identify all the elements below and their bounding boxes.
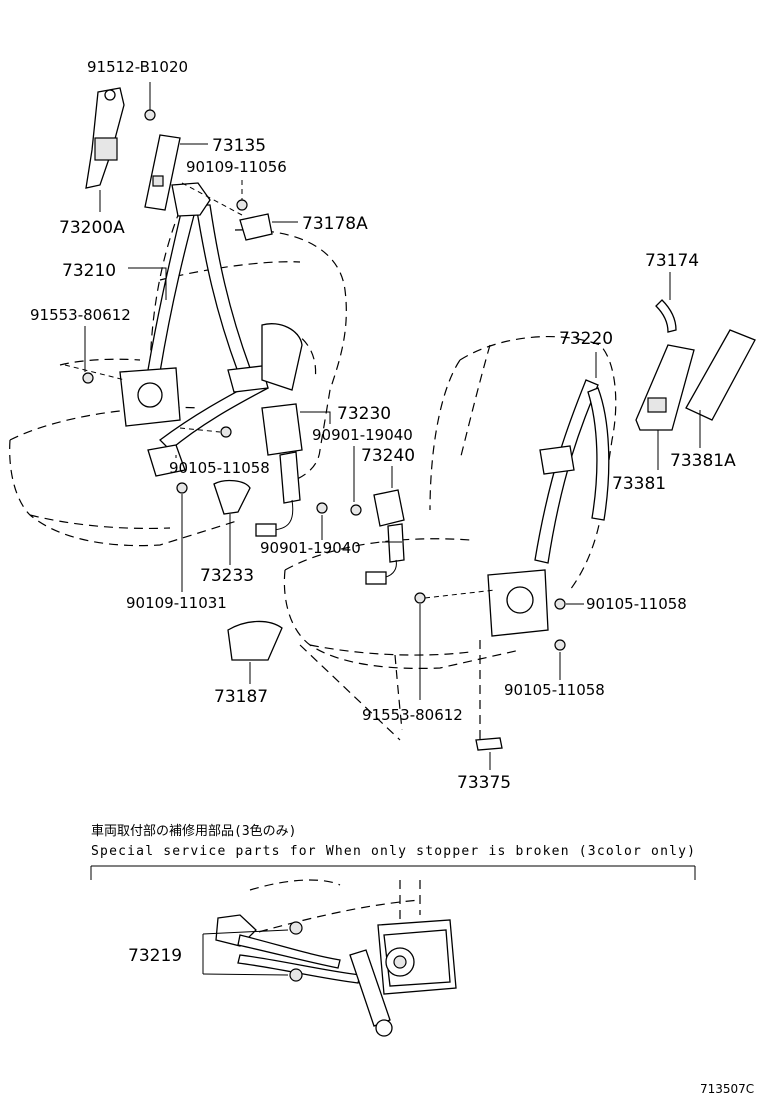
- right-buckle-73240: [365, 489, 405, 585]
- inset-detail-73219: 73219: [128, 879, 457, 1037]
- leader-lines: [64, 82, 701, 770]
- label-73178a: 73178A: [302, 214, 368, 234]
- cover-73381a: [685, 329, 756, 421]
- bolts: [82, 109, 566, 651]
- right-seat-outline: [283, 335, 617, 741]
- label-91553-80612-bottom: 91553-80612: [362, 706, 463, 724]
- label-91512-b1020: 91512-B1020: [87, 58, 188, 76]
- label-73240: 73240: [361, 446, 415, 466]
- label-90109-11031: 90109-11031: [126, 594, 227, 612]
- label-73375: 73375: [457, 773, 511, 793]
- label-73219: 73219: [128, 946, 182, 966]
- label-90901-19040-bottom: 90901-19040: [260, 539, 361, 557]
- label-73381: 73381: [612, 474, 666, 494]
- label-73210: 73210: [62, 261, 116, 281]
- pad-73375: [475, 737, 503, 751]
- cover-73233: [213, 479, 251, 515]
- label-73135: 73135: [212, 136, 266, 156]
- label-91553-80612-top: 91553-80612: [30, 306, 131, 324]
- label-73381a: 73381A: [670, 451, 736, 471]
- part-labels: 91512-B1020 73135 90109-11056 73178A 732…: [30, 58, 736, 793]
- cover-73178a: [239, 213, 273, 241]
- label-73187: 73187: [214, 687, 268, 707]
- right-belt-webbing: [487, 379, 610, 637]
- cover-73135: [144, 134, 181, 211]
- label-73230: 73230: [337, 404, 391, 424]
- cover-73381: [635, 344, 695, 431]
- label-90109-11056: 90109-11056: [186, 158, 287, 176]
- cover-73187: [227, 620, 283, 661]
- note-english: Special service parts for When only stop…: [91, 844, 695, 859]
- label-90105-11058-lower: 90105-11058: [504, 681, 605, 699]
- label-73200a: 73200A: [59, 218, 125, 238]
- adjuster-73200a: [85, 87, 125, 189]
- diagram-code: 713507C: [700, 1082, 754, 1096]
- note-japanese: 車両取付部の補修用部品(3色のみ): [91, 823, 296, 839]
- label-90105-11058-right: 90105-11058: [586, 595, 687, 613]
- left-buckle-73230: [255, 323, 303, 537]
- service-note: 車両取付部の補修用部品(3色のみ) Special service parts …: [90, 823, 696, 880]
- label-73220: 73220: [559, 329, 613, 349]
- guide-73174: [655, 299, 677, 333]
- label-73174: 73174: [645, 251, 699, 271]
- left-belt-webbing: [119, 182, 269, 477]
- label-73233: 73233: [200, 566, 254, 586]
- label-90901-19040-top: 90901-19040: [312, 426, 413, 444]
- label-90105-11058-left: 90105-11058: [169, 459, 270, 477]
